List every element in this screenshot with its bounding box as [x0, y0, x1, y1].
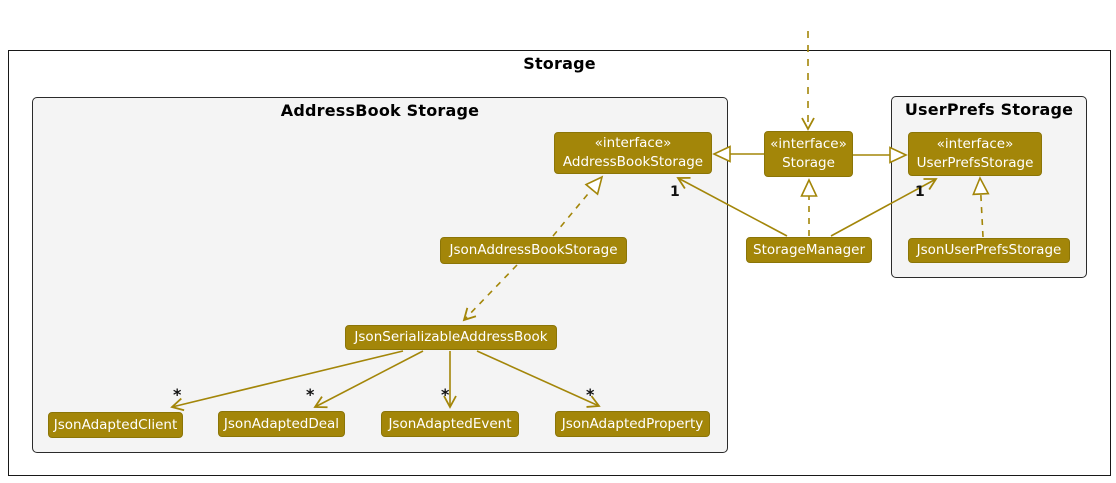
class-jsonadaptedevent: JsonAdaptedEvent: [381, 411, 519, 437]
class-userprefsstorage-stereotype: «interface»: [936, 136, 1014, 152]
class-jsonadaptedproperty: JsonAdaptedProperty: [555, 411, 710, 437]
class-jsonadaptedclient-name: JsonAdaptedClient: [53, 416, 178, 433]
storage-frame-title: Storage: [523, 54, 596, 73]
multiplicity-label: *: [306, 385, 315, 404]
class-addressbookstorage-stereotype: «interface»: [594, 135, 672, 151]
multiplicity-label: 1: [670, 184, 680, 200]
addressbook-storage-frame-title: AddressBook Storage: [280, 101, 480, 120]
class-jsonadaptedevent-name: JsonAdaptedEvent: [388, 415, 512, 432]
multiplicity-label: 1: [915, 184, 925, 200]
class-jsonadaptedclient: JsonAdaptedClient: [48, 412, 183, 438]
class-userprefsstorage-name: UserPrefsStorage: [916, 155, 1034, 171]
multiplicity-label: *: [586, 385, 595, 404]
class-jsonuserprefsstorage: JsonUserPrefsStorage: [908, 238, 1070, 263]
class-userprefsstorage: «interface» UserPrefsStorage: [908, 132, 1042, 176]
class-storagemanager: StorageManager: [746, 237, 872, 263]
multiplicity-label: *: [173, 385, 182, 404]
class-jsonadaptedproperty-name: JsonAdaptedProperty: [561, 415, 704, 432]
class-jsonserializableaddressbook-name: JsonSerializableAddressBook: [354, 329, 548, 345]
class-storage: «interface» Storage: [764, 131, 853, 177]
class-jsonuserprefsstorage-name: JsonUserPrefsStorage: [916, 242, 1062, 258]
class-storage-name: Storage: [782, 155, 835, 171]
class-jsonserializableaddressbook: JsonSerializableAddressBook: [345, 325, 557, 350]
class-storage-stereotype: «interface»: [770, 136, 847, 152]
class-storagemanager-name: StorageManager: [753, 241, 865, 258]
class-addressbookstorage: «interface» AddressBookStorage: [554, 132, 712, 174]
class-jsonaddressbookstorage-name: JsonAddressBookStorage: [449, 242, 618, 258]
userprefs-storage-frame-title: UserPrefs Storage: [904, 100, 1074, 119]
class-addressbookstorage-name: AddressBookStorage: [562, 154, 704, 170]
class-jsonaddressbookstorage: JsonAddressBookStorage: [440, 237, 627, 264]
class-jsonadapteddeal-name: JsonAdaptedDeal: [223, 415, 340, 432]
class-jsonadapteddeal: JsonAdaptedDeal: [218, 411, 345, 437]
multiplicity-label: *: [441, 385, 450, 404]
